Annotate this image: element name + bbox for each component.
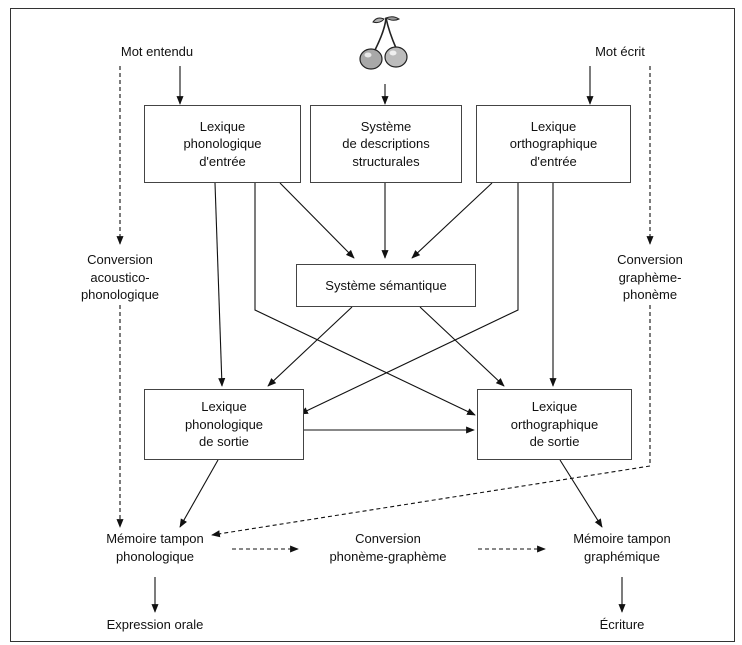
output-phonological-lexicon-box: Lexique phonologique de sortie xyxy=(144,389,304,460)
edge-input-orth-to-output-phon xyxy=(299,183,519,415)
edge-semantic-to-output-orth xyxy=(419,306,505,387)
input-orthographic-lexicon-box: Lexique orthographique d'entrée xyxy=(476,105,631,183)
heard-word-label: Mot entendu xyxy=(120,44,194,59)
oral-expression-label: Expression orale xyxy=(106,617,204,632)
edge-output-phon-to-phon-buffer xyxy=(179,459,219,528)
edge-input-orth-to-semantic xyxy=(411,182,493,259)
semantic-system-box: Système sémantique xyxy=(296,264,476,307)
input-phonological-lexicon-box: Lexique phonologique d'entrée xyxy=(144,105,301,183)
written-word-label: Mot écrit xyxy=(595,44,645,59)
acoustic-phonological-conversion-label: Conversion acoustico- phonologique xyxy=(62,251,178,304)
diagram-frame xyxy=(10,8,735,642)
edge-output-orth-to-graph-buffer xyxy=(559,459,603,528)
output-orthographic-lexicon-box: Lexique orthographique de sortie xyxy=(477,389,632,460)
grapheme-phoneme-conversion-label: Conversion graphème- phonème xyxy=(592,251,708,304)
phonological-buffer-label: Mémoire tampon phonologique xyxy=(106,531,204,564)
edge-input-phon-to-output-phon xyxy=(214,182,226,387)
graphemic-buffer-label: Mémoire tampon graphémique xyxy=(573,531,671,564)
edge-input-phon-to-semantic xyxy=(279,182,355,259)
structural-descriptions-box: Système de descriptions structurales xyxy=(310,105,462,183)
cherries-icon xyxy=(359,16,408,70)
edge-semantic-to-output-phon xyxy=(267,306,353,387)
edge-input-phon-to-output-orth xyxy=(254,183,476,416)
phoneme-grapheme-conversion-label: Conversion phonème-graphème xyxy=(302,530,474,566)
edge-grapheme-conversion-to-phon-buffer xyxy=(211,305,651,538)
writing-label: Écriture xyxy=(599,617,645,632)
